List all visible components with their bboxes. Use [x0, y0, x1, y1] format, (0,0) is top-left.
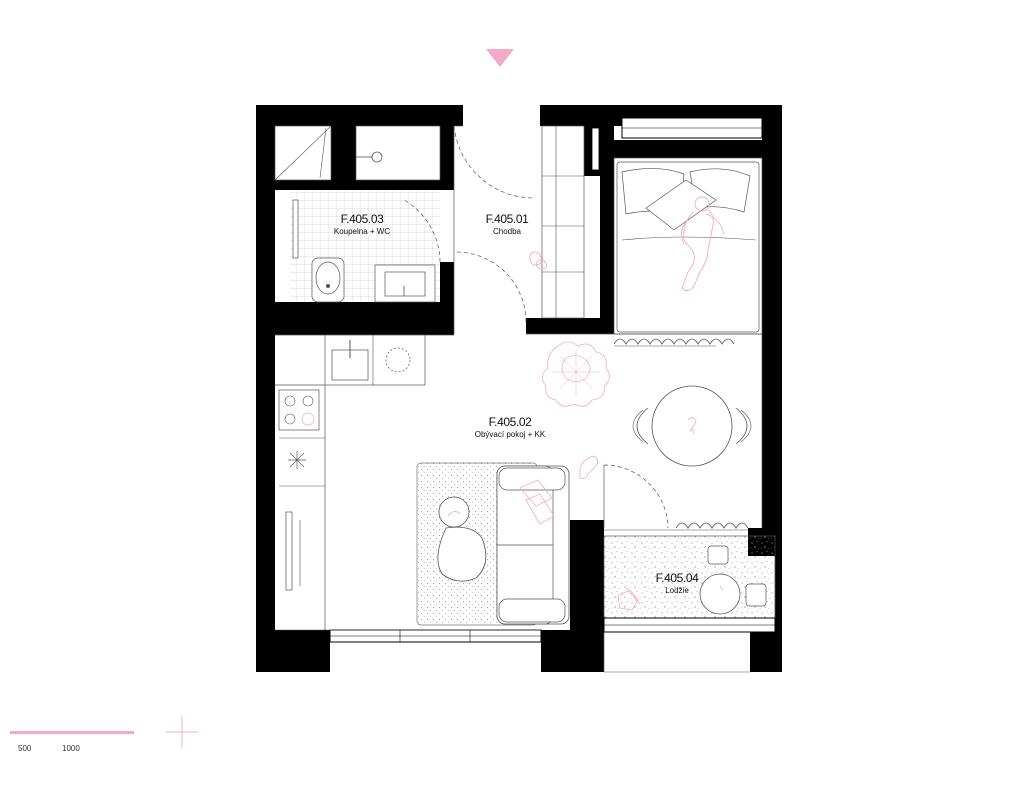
bed-area	[613, 157, 763, 347]
room-code: F.405.04	[655, 571, 699, 585]
room-label-living: F.405.02 Obývací pokoj + KK	[448, 415, 572, 439]
crosshair-icon	[166, 716, 198, 748]
scale-label-1000: 1000	[62, 744, 80, 753]
room-name: Obývací pokoj + KK	[474, 429, 546, 439]
scale-label-500: 500	[18, 744, 32, 753]
room-name: Chodba	[492, 226, 522, 236]
room-code: F.405.02	[488, 415, 532, 429]
bathroom	[274, 125, 441, 303]
loggia	[603, 535, 776, 673]
walls	[256, 105, 782, 672]
room-label-corridor: F.405.01 Chodba	[462, 212, 552, 236]
room-name: Koupelna + WC	[333, 226, 391, 236]
room-name: Lodžie	[665, 585, 689, 595]
room-code: F.405.03	[340, 212, 384, 226]
corridor	[453, 125, 585, 334]
scale-bar	[10, 731, 134, 734]
living-room	[275, 333, 763, 643]
room-label-bathroom: F.405.03 Koupelna + WC	[316, 212, 408, 236]
north-arrow-icon	[486, 49, 514, 67]
room-label-loggia: F.405.04 Lodžie	[632, 571, 722, 595]
room-code: F.405.01	[485, 212, 529, 226]
